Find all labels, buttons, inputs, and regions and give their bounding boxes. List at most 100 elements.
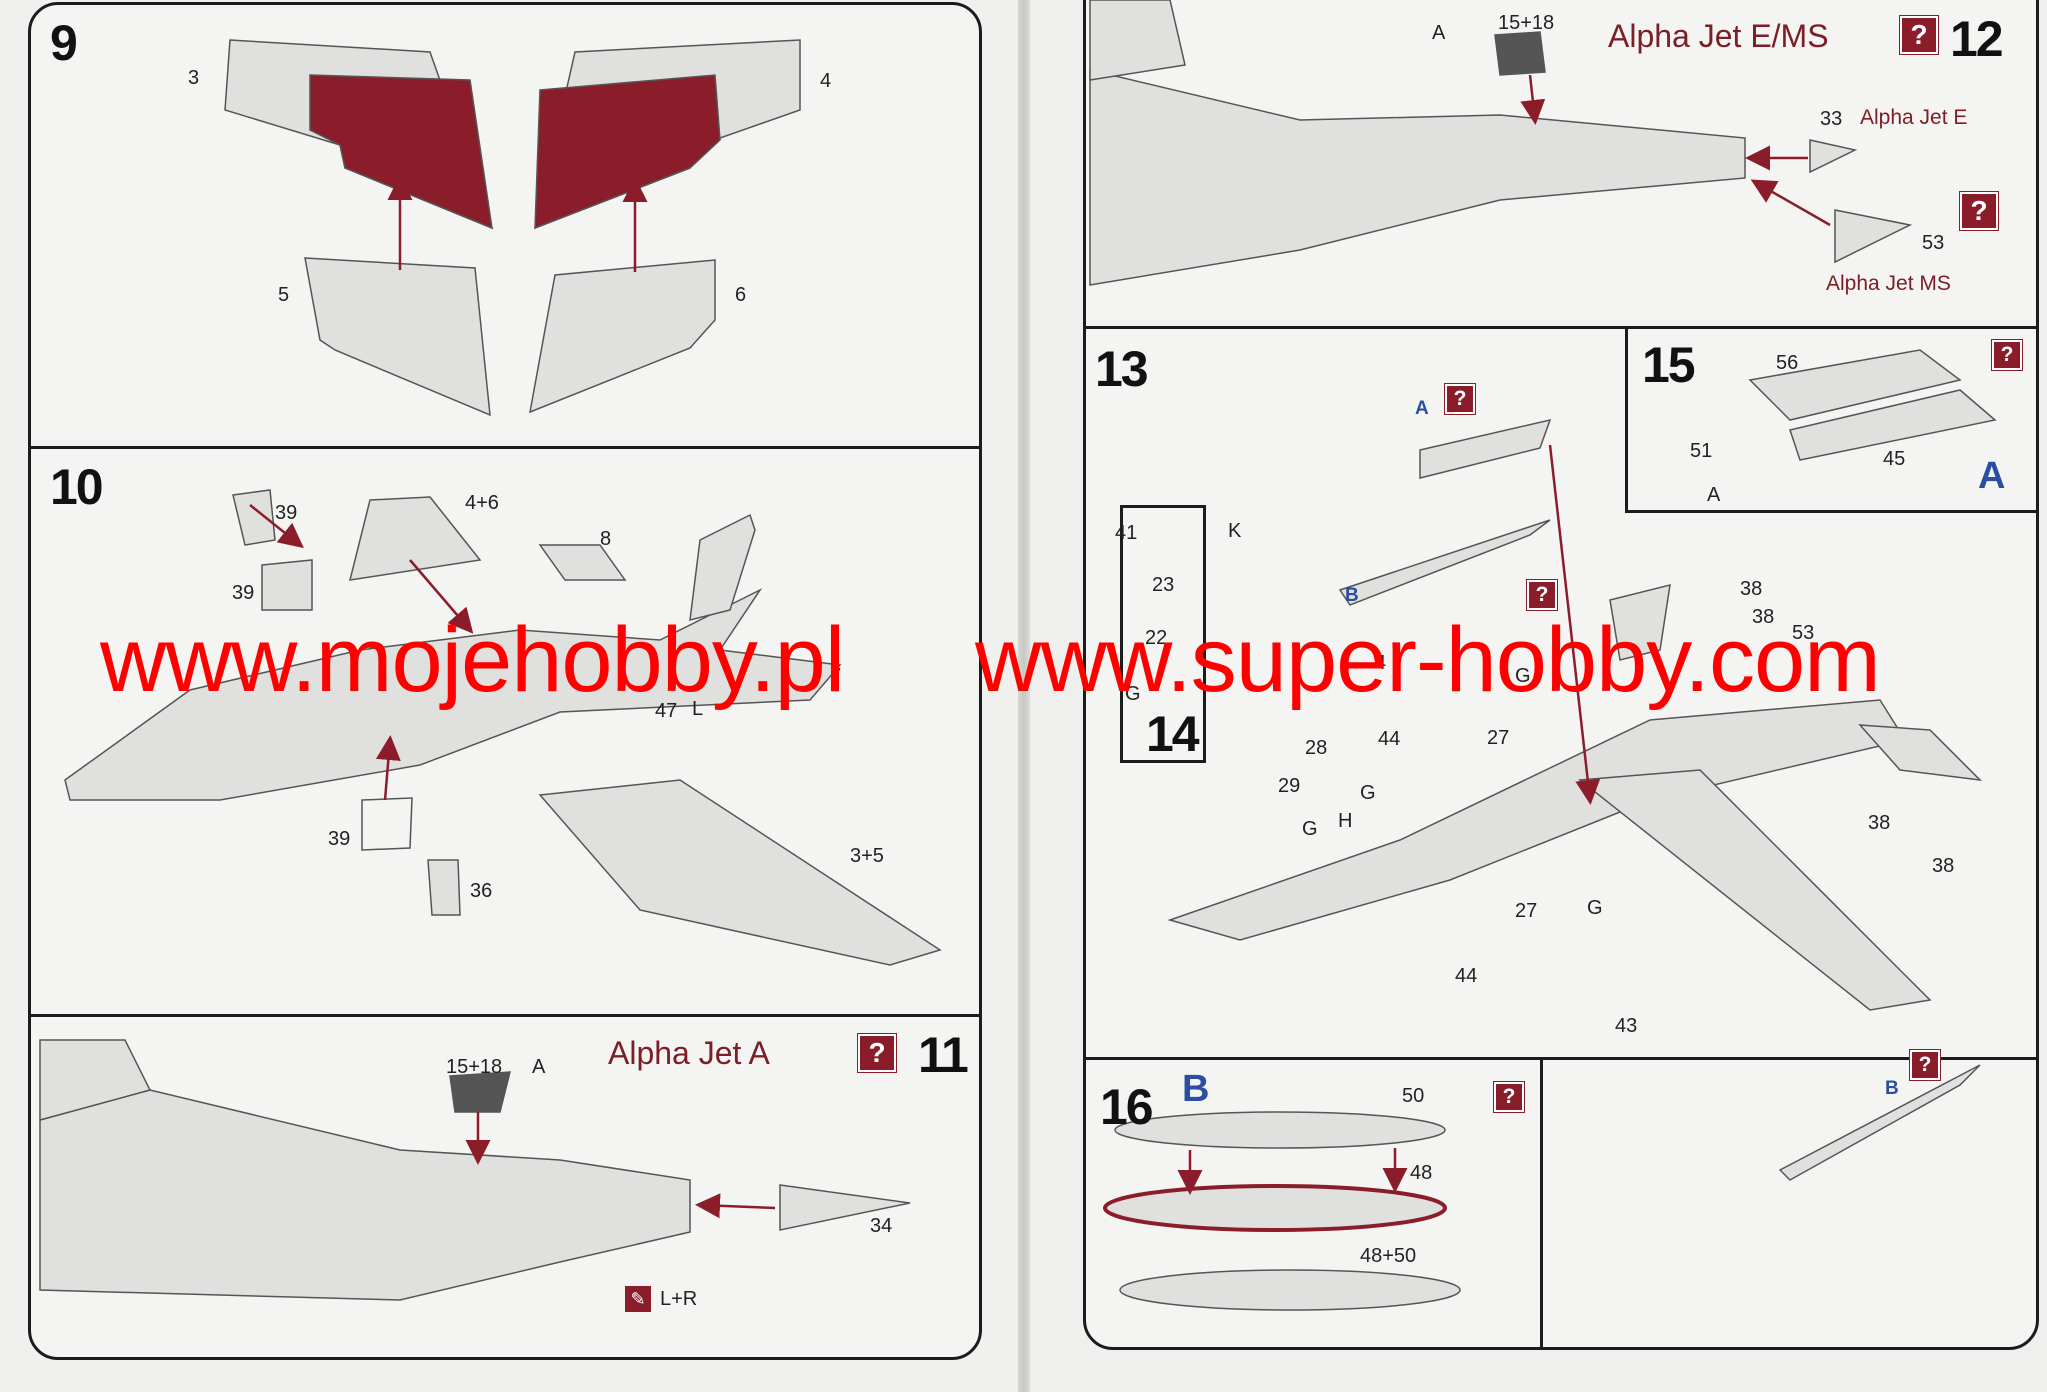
right-divider-2 (1083, 1057, 2036, 1060)
pylon-a (1419, 418, 1552, 479)
s13-question-icon-b: ? (1527, 580, 1557, 610)
s10-label-d: 8 (600, 528, 612, 550)
part-45 (1789, 389, 1997, 461)
watermark-right: www.super-hobby.com (975, 609, 1881, 711)
wing-part-6 (529, 259, 716, 414)
s13-label-f: G (1515, 665, 1531, 687)
arrow-s12-a (1520, 74, 1546, 125)
s9-label-4: 4 (820, 70, 832, 92)
fuselage-step12 (1089, 69, 1746, 286)
s10-label-h: 47 (655, 700, 678, 722)
s13-label-h: 44 (1378, 728, 1401, 750)
step-14-number: 14 (1146, 706, 1200, 762)
step-10-number: 10 (50, 459, 104, 515)
tail-fin (689, 513, 756, 621)
s15-label-c: A (1707, 484, 1721, 506)
step14-box-bottom (1120, 760, 1206, 763)
part-8 (538, 544, 627, 581)
tail-step11 (39, 1039, 152, 1121)
tank-b-upper (1338, 519, 1551, 606)
vtail-step13 (1609, 583, 1671, 661)
s13-letter-b: B (1345, 585, 1359, 606)
s13-label-g: 27 (1487, 727, 1510, 749)
s13-label-d: 38 (1752, 606, 1775, 628)
s9-label-5: 5 (278, 284, 290, 306)
step-12-number: 12 (1950, 11, 2004, 67)
s10-label-c: 4+6 (465, 492, 499, 514)
s10-label-e: 39 (328, 828, 351, 850)
s13-label-c: 38 (1740, 578, 1763, 600)
s13-label-u: 4 (1375, 652, 1387, 674)
s10-label-a: 39 (275, 502, 298, 524)
step-16-number: 16 (1100, 1079, 1154, 1135)
nose-cone-34 (779, 1184, 911, 1231)
s10-label-i: L (692, 698, 704, 720)
tank-50 (1114, 1111, 1446, 1149)
s15-label-b: 51 (1690, 440, 1713, 462)
tail-step12 (1089, 0, 1186, 81)
s12-label-b: 15+18 (1498, 12, 1555, 34)
step14-box-top (1120, 505, 1206, 508)
wing-part-4-6 (348, 496, 482, 581)
part-36 (427, 859, 461, 916)
htail-step13 (1858, 724, 1983, 782)
part-39-low (361, 797, 413, 851)
s15-question-icon: ? (1992, 340, 2022, 370)
s11-question-icon: ? (858, 1034, 896, 1072)
s13-label-k: G (1360, 782, 1376, 804)
wing-flap-4 (534, 74, 721, 230)
s13-label-r: 44 (1455, 965, 1478, 987)
s13-label-n: 38 (1868, 812, 1891, 834)
s15-label-a: 56 (1776, 352, 1799, 374)
step15-box-left (1625, 326, 1628, 513)
s9-label-6: 6 (735, 284, 747, 306)
left-divider-1 (28, 446, 982, 449)
s16-question-icon: ? (1494, 1082, 1524, 1112)
left-divider-2 (28, 1014, 982, 1017)
s13-label-o: 38 (1932, 855, 1955, 877)
s14-label-c: 23 (1152, 574, 1175, 596)
s16-label-b: 48 (1410, 1162, 1433, 1184)
right-divider-1 (1083, 326, 2036, 329)
nose-33 (1809, 139, 1858, 174)
part-39-top (232, 489, 276, 546)
s15-label-d: 45 (1883, 448, 1906, 470)
s11-label-d: L+R (660, 1288, 698, 1310)
step-13-number: 13 (1095, 341, 1149, 397)
s13-label-q: G (1587, 897, 1603, 919)
arrow-s10-a (249, 504, 304, 549)
s13-question-icon-a: ? (1445, 384, 1475, 414)
s11-variant-title: Alpha Jet A (608, 1035, 770, 1071)
s11-label-b: A (532, 1056, 546, 1078)
main-wing-3-5 (538, 779, 942, 966)
s14-label-e: G (1125, 683, 1141, 705)
s14-label-d: 22 (1145, 627, 1168, 649)
s10-label-j: 7 (830, 665, 842, 687)
s14-label-a: 41 (1115, 522, 1138, 544)
wing-step13 (1578, 769, 1932, 1011)
step15-box-bottom (1625, 510, 2036, 513)
s11-label-a: 15+18 (446, 1056, 503, 1078)
s16-label-a: 50 (1402, 1085, 1425, 1107)
arrow-s11-b (695, 1193, 776, 1219)
s13-label-i: 28 (1305, 737, 1328, 759)
s12-question-icon: ? (1900, 16, 1938, 54)
s13-label-l: G (1302, 818, 1318, 840)
s12-variant-title: Alpha Jet E/MS (1608, 18, 1829, 54)
tank-b-lower (1778, 1064, 1981, 1181)
step-11-number: 11 (918, 1027, 969, 1083)
s13-question-icon-t: ? (1910, 1050, 1940, 1080)
fuselage-step11 (39, 1089, 691, 1301)
arrow-s10-c (375, 735, 401, 801)
s13-label-j: 29 (1278, 775, 1301, 797)
s12-sub-ms: Alpha Jet MS (1826, 272, 1951, 295)
s9-label-3: 3 (188, 67, 200, 89)
arrow-s12-c (1750, 179, 1831, 227)
s10-label-b: 39 (232, 582, 255, 604)
tank-48-50 (1119, 1269, 1461, 1311)
s13-label-m: H (1338, 810, 1353, 832)
step14-box-left (1120, 505, 1123, 763)
part-39-mid (261, 559, 313, 611)
arrow-s10-b (409, 559, 474, 634)
